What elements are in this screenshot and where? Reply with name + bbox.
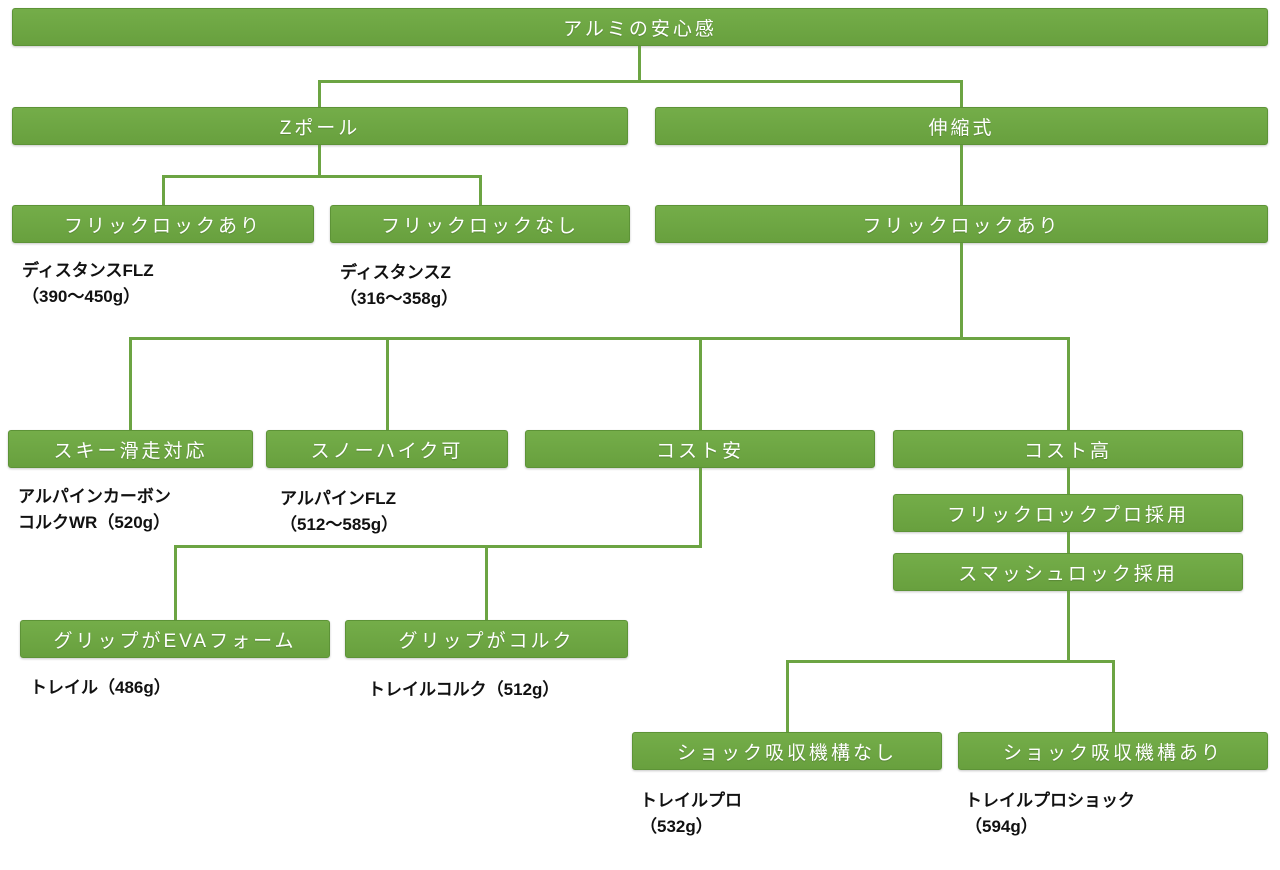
node-z-fliplock-no: フリックロックなし — [330, 205, 630, 243]
connector-line — [318, 80, 321, 107]
connector-line — [162, 175, 482, 178]
connector-line — [699, 468, 702, 548]
product-name: アルパインFLZ — [280, 489, 396, 508]
connector-line — [479, 175, 482, 205]
connector-line — [318, 80, 963, 83]
product-weight: （594g） — [965, 817, 1038, 836]
connector-line — [1067, 468, 1070, 494]
node-fliplock-pro: フリックロックプロ採用 — [893, 494, 1243, 532]
connector-line — [129, 337, 132, 430]
connector-line — [162, 175, 165, 205]
connector-line — [1112, 660, 1115, 732]
connector-line — [386, 337, 389, 430]
product-name: トレイルプロショック — [965, 791, 1135, 810]
node-ski: スキー滑走対応 — [8, 430, 253, 468]
product-distance-flz: ディスタンスFLZ （390〜450g） — [22, 258, 154, 310]
node-title: アルミの安心感 — [12, 8, 1268, 46]
connector-line — [960, 243, 963, 340]
product-name: アルパインカーボン — [18, 487, 171, 506]
connector-line — [1067, 532, 1070, 553]
connector-line — [1067, 591, 1070, 663]
node-grip-cork: グリップがコルク — [345, 620, 628, 658]
node-z-pole: Zポール — [12, 107, 628, 145]
product-name: トレイルプロ — [640, 791, 742, 810]
product-weight: （512〜585g） — [280, 515, 399, 534]
node-telescopic: 伸縮式 — [655, 107, 1268, 145]
node-shock-yes: ショック吸収機構あり — [958, 732, 1268, 770]
connector-line — [129, 337, 1070, 340]
product-weight: （390〜450g） — [22, 287, 141, 306]
node-tele-fliplock-yes: フリックロックあり — [655, 205, 1268, 243]
node-snowhike: スノーハイク可 — [266, 430, 508, 468]
product-alpine-flz: アルパインFLZ （512〜585g） — [280, 486, 398, 538]
connector-line — [699, 337, 702, 430]
product-weight: （316〜358g） — [340, 289, 459, 308]
connector-line — [960, 145, 963, 205]
node-smashlock: スマッシュロック採用 — [893, 553, 1243, 591]
product-trail-pro-shock: トレイルプロショック （594g） — [965, 788, 1135, 840]
node-grip-eva: グリップがEVAフォーム — [20, 620, 330, 658]
product-name: ディスタンスFLZ — [22, 261, 154, 280]
connector-line — [1067, 337, 1070, 430]
node-shock-no: ショック吸収機構なし — [632, 732, 942, 770]
product-weight: コルクWR（520g） — [18, 513, 171, 532]
connector-line — [786, 660, 789, 732]
product-alpine-carbon-cork: アルパインカーボン コルクWR（520g） — [18, 484, 171, 536]
connector-line — [318, 145, 321, 178]
product-trail: トレイル（486g） — [30, 675, 171, 701]
product-name: トレイル（486g） — [30, 678, 171, 697]
product-name: ディスタンスZ — [340, 263, 451, 282]
product-weight: （532g） — [640, 817, 713, 836]
product-distance-z: ディスタンスZ （316〜358g） — [340, 260, 458, 312]
product-trail-cork: トレイルコルク（512g） — [368, 677, 559, 703]
connector-line — [174, 545, 702, 548]
node-cost-low: コスト安 — [525, 430, 875, 468]
connector-line — [638, 46, 641, 83]
product-trail-pro: トレイルプロ （532g） — [640, 788, 742, 840]
connector-line — [786, 660, 1115, 663]
node-z-fliplock-yes: フリックロックあり — [12, 205, 314, 243]
connector-line — [485, 545, 488, 620]
connector-line — [960, 80, 963, 107]
node-cost-high: コスト高 — [893, 430, 1243, 468]
product-name: トレイルコルク（512g） — [368, 680, 560, 699]
connector-line — [174, 545, 177, 620]
